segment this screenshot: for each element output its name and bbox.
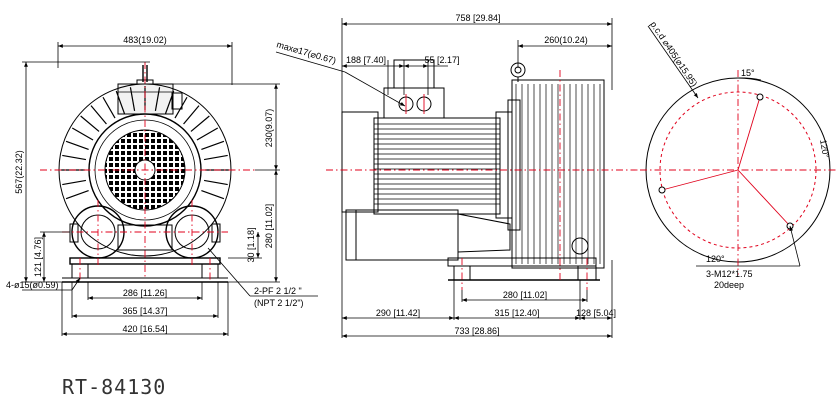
- side-view: 758 [29.84] max⌀17(⌀0.67) 188 [7.40] 55 …: [275, 13, 640, 338]
- dim-260: 260(10.24): [544, 35, 588, 45]
- dim-128: 128 [5.04]: [576, 308, 616, 318]
- dim-280-side: 280 [11.02]: [503, 290, 547, 300]
- dim-width-420: 420 [16.54]: [122, 324, 167, 334]
- holes-callout: 4-ø15(ø0.59): [6, 280, 59, 290]
- dim-length-total-bottom: 733 [28.86]: [454, 326, 499, 336]
- max-dia-callout: max⌀17(⌀0.67): [275, 39, 337, 66]
- dim-188: 188 [7.40]: [346, 55, 386, 65]
- dim-55: 55 [2.17]: [424, 55, 459, 65]
- model-label: RT-84130: [62, 375, 166, 399]
- dim-height-base: 121 [4.76]: [33, 237, 43, 277]
- dim-315: 315 [12.40]: [494, 308, 539, 318]
- depth-callout: 20deep: [714, 280, 744, 290]
- thread-callout: 3-M12*1.75: [706, 269, 753, 279]
- blower-fins: [515, 84, 601, 264]
- front-view: 483(19.02): [6, 35, 318, 336]
- port-callout-npt: (NPT 2 1/2"): [254, 298, 304, 308]
- dim-width-286: 286 [11.26]: [123, 288, 167, 298]
- dim-height-total: 567(22.32): [14, 150, 24, 194]
- dim-width-top: 483(19.02): [123, 35, 167, 45]
- port-callout-pf: 2-PF 2 1/2 ": [254, 286, 302, 296]
- dim-length-total-top: 758 [29.84]: [455, 13, 500, 23]
- angle-15: 15°: [741, 68, 755, 78]
- dim-height-upper: 230(9.07): [264, 109, 274, 148]
- dim-width-365: 365 [14.37]: [122, 306, 167, 316]
- dim-height-inlet: 30 [1.18]: [246, 227, 256, 262]
- angle-120-right: 120°: [818, 139, 831, 159]
- dim-height-shaft: 280 [11.02]: [264, 204, 274, 248]
- pcd-callout: p.c.d ⌀405(⌀15.95): [648, 20, 699, 89]
- motor-fins: [374, 123, 500, 205]
- angle-120-bottom: 120°: [706, 254, 725, 264]
- dim-290: 290 [11.42]: [376, 308, 420, 318]
- flange-view: p.c.d ⌀405(⌀15.95) 15° 120° 120° 3-M12*1…: [640, 20, 836, 290]
